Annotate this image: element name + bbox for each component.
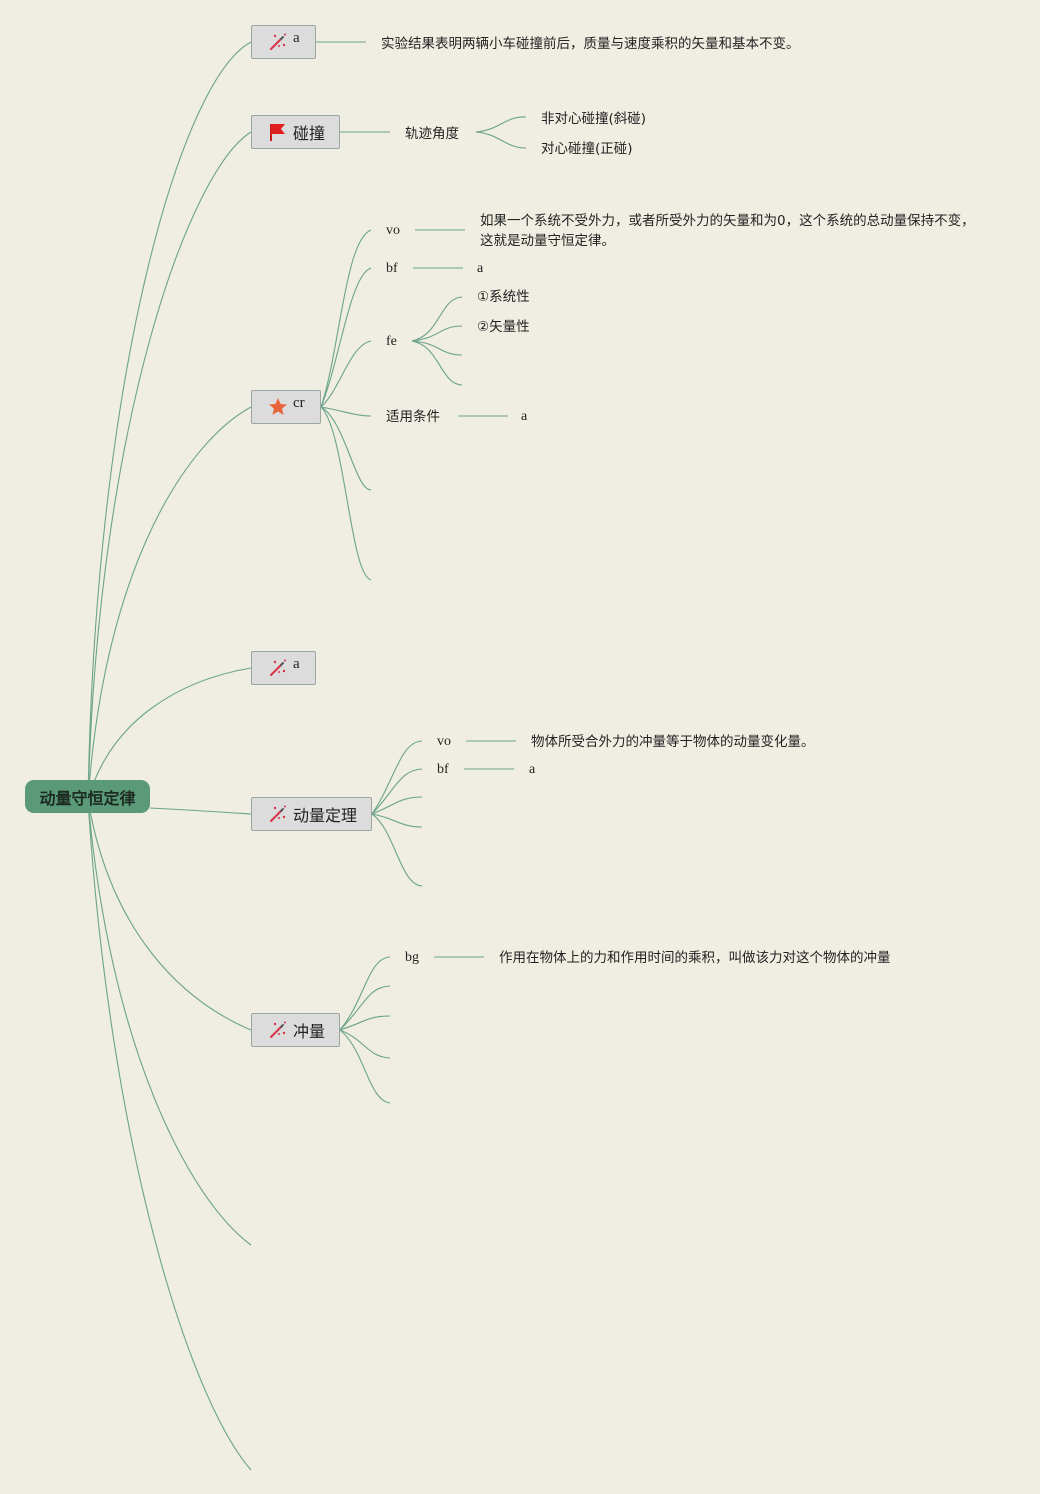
magic-wand-icon bbox=[270, 659, 286, 676]
branch-topic-6-label: 冲量 bbox=[293, 1022, 326, 1041]
magic-wand-icon bbox=[270, 33, 286, 50]
cr-condition-text[interactable]: a bbox=[521, 409, 528, 424]
branch-topic-4-label: a bbox=[293, 655, 300, 672]
root-topic-label: 动量守恒定律 bbox=[39, 788, 136, 808]
star-icon bbox=[269, 398, 287, 415]
branch-topic-6[interactable]: 冲量 bbox=[251, 1013, 340, 1047]
cr-vo-node[interactable]: vo bbox=[386, 223, 400, 238]
branch-topic-5-label: 动量定理 bbox=[293, 806, 358, 825]
cr-vo-text[interactable]: 如果一个系统不受外力，或者所受外力的矢量和为0，这个系统的总动量保持不变，这就是… bbox=[480, 213, 975, 249]
theorem-bf-node[interactable]: bf bbox=[437, 762, 449, 777]
cr-fe-node[interactable]: fe bbox=[386, 334, 397, 349]
magic-wand-icon bbox=[270, 805, 286, 822]
branch-topic-3-label: cr bbox=[293, 394, 305, 411]
branch-topic-4[interactable]: a bbox=[251, 651, 316, 685]
oblique-collision-leaf[interactable]: 非对心碰撞(斜碰) bbox=[541, 111, 647, 127]
trajectory-angle-node[interactable]: 轨迹角度 bbox=[405, 126, 459, 142]
cr-bf-text[interactable]: a bbox=[477, 261, 484, 276]
cr-bf-node[interactable]: bf bbox=[386, 261, 398, 276]
branch-1-note[interactable]: 实验结果表明两辆小车碰撞前后，质量与速度乘积的矢量和基本不变。 bbox=[381, 36, 800, 52]
cr-fe-item-2[interactable]: ②矢量性 bbox=[477, 319, 530, 335]
theorem-vo-node[interactable]: vo bbox=[437, 734, 451, 749]
branch-topic-5[interactable]: 动量定理 bbox=[251, 797, 372, 831]
impulse-bg-node[interactable]: bg bbox=[405, 950, 419, 965]
branch-topic-1[interactable]: a bbox=[251, 25, 316, 59]
cr-fe-item-1[interactable]: ①系统性 bbox=[477, 289, 530, 305]
cr-condition-node[interactable]: 适用条件 bbox=[386, 409, 440, 425]
branch-topic-3[interactable]: cr bbox=[251, 390, 321, 424]
central-collision-leaf[interactable]: 对心碰撞(正碰) bbox=[541, 141, 633, 157]
theorem-bf-text[interactable]: a bbox=[529, 762, 536, 777]
red-flag-icon bbox=[270, 124, 285, 141]
branch-topic-2-label: 碰撞 bbox=[293, 124, 326, 143]
branch-topic-1-label: a bbox=[293, 29, 300, 46]
magic-wand-icon bbox=[270, 1021, 286, 1038]
root-topic[interactable]: 动量守恒定律 bbox=[25, 780, 150, 813]
theorem-vo-text[interactable]: 物体所受合外力的冲量等于物体的动量变化量。 bbox=[531, 734, 815, 750]
impulse-bg-text[interactable]: 作用在物体上的力和作用时间的乘积，叫做该力对这个物体的冲量 bbox=[499, 950, 891, 966]
branch-topic-2[interactable]: 碰撞 bbox=[251, 115, 340, 149]
